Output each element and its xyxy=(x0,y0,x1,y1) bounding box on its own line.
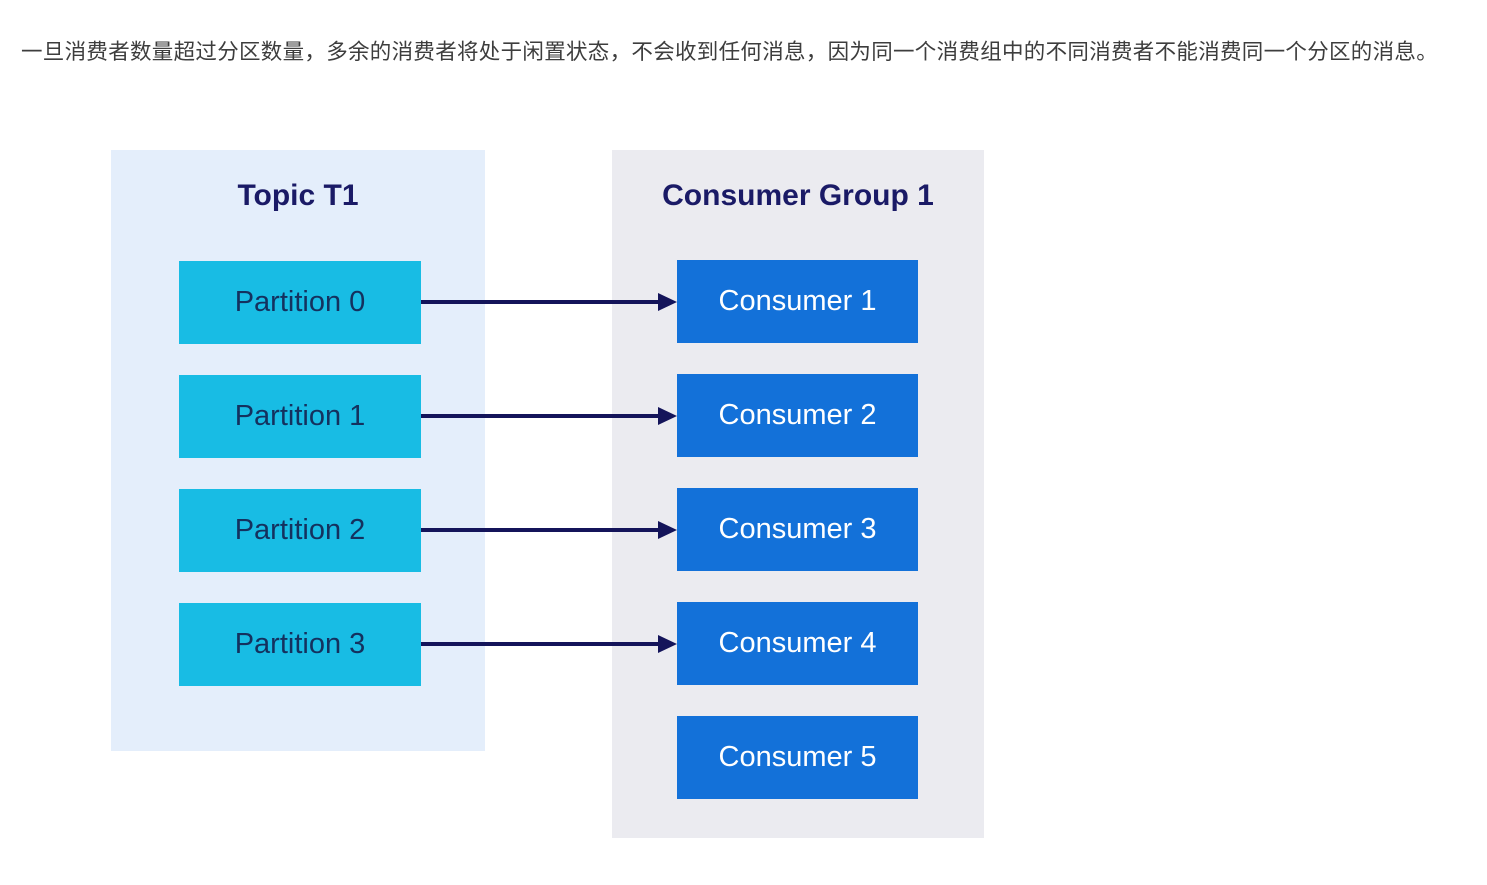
arrow-partition0-consumer1 xyxy=(421,293,677,311)
topic-panel: Topic T1 Partition 0 Partition 1 Partiti… xyxy=(111,150,485,751)
consumer-group-title: Consumer Group 1 xyxy=(662,179,934,212)
arrow-head-icon xyxy=(658,407,677,425)
partition-box-3: Partition 3 xyxy=(179,603,421,686)
partition-box-0: Partition 0 xyxy=(179,261,421,344)
arrow-partition1-consumer2 xyxy=(421,407,677,425)
intro-paragraph: 一旦消费者数量超过分区数量，多余的消费者将处于闲置状态，不会收到任何消息，因为同… xyxy=(21,40,1439,64)
consumer-box-2: Consumer 2 xyxy=(677,374,918,457)
arrow-head-icon xyxy=(658,293,677,311)
consumer-box-5: Consumer 5 xyxy=(677,716,918,799)
arrow-head-icon xyxy=(658,521,677,539)
topic-title: Topic T1 xyxy=(237,179,359,212)
consumer-box-3: Consumer 3 xyxy=(677,488,918,571)
arrow-line xyxy=(421,528,662,532)
arrow-line xyxy=(421,414,662,418)
consumer-group-panel: Consumer Group 1 Consumer 1 Consumer 2 C… xyxy=(612,150,984,838)
consumer-box-1: Consumer 1 xyxy=(677,260,918,343)
arrow-partition3-consumer4 xyxy=(421,635,677,653)
arrow-partition2-consumer3 xyxy=(421,521,677,539)
arrow-line xyxy=(421,642,662,646)
arrow-head-icon xyxy=(658,635,677,653)
partition-box-1: Partition 1 xyxy=(179,375,421,458)
partition-box-2: Partition 2 xyxy=(179,489,421,572)
consumer-box-4: Consumer 4 xyxy=(677,602,918,685)
arrow-line xyxy=(421,300,662,304)
